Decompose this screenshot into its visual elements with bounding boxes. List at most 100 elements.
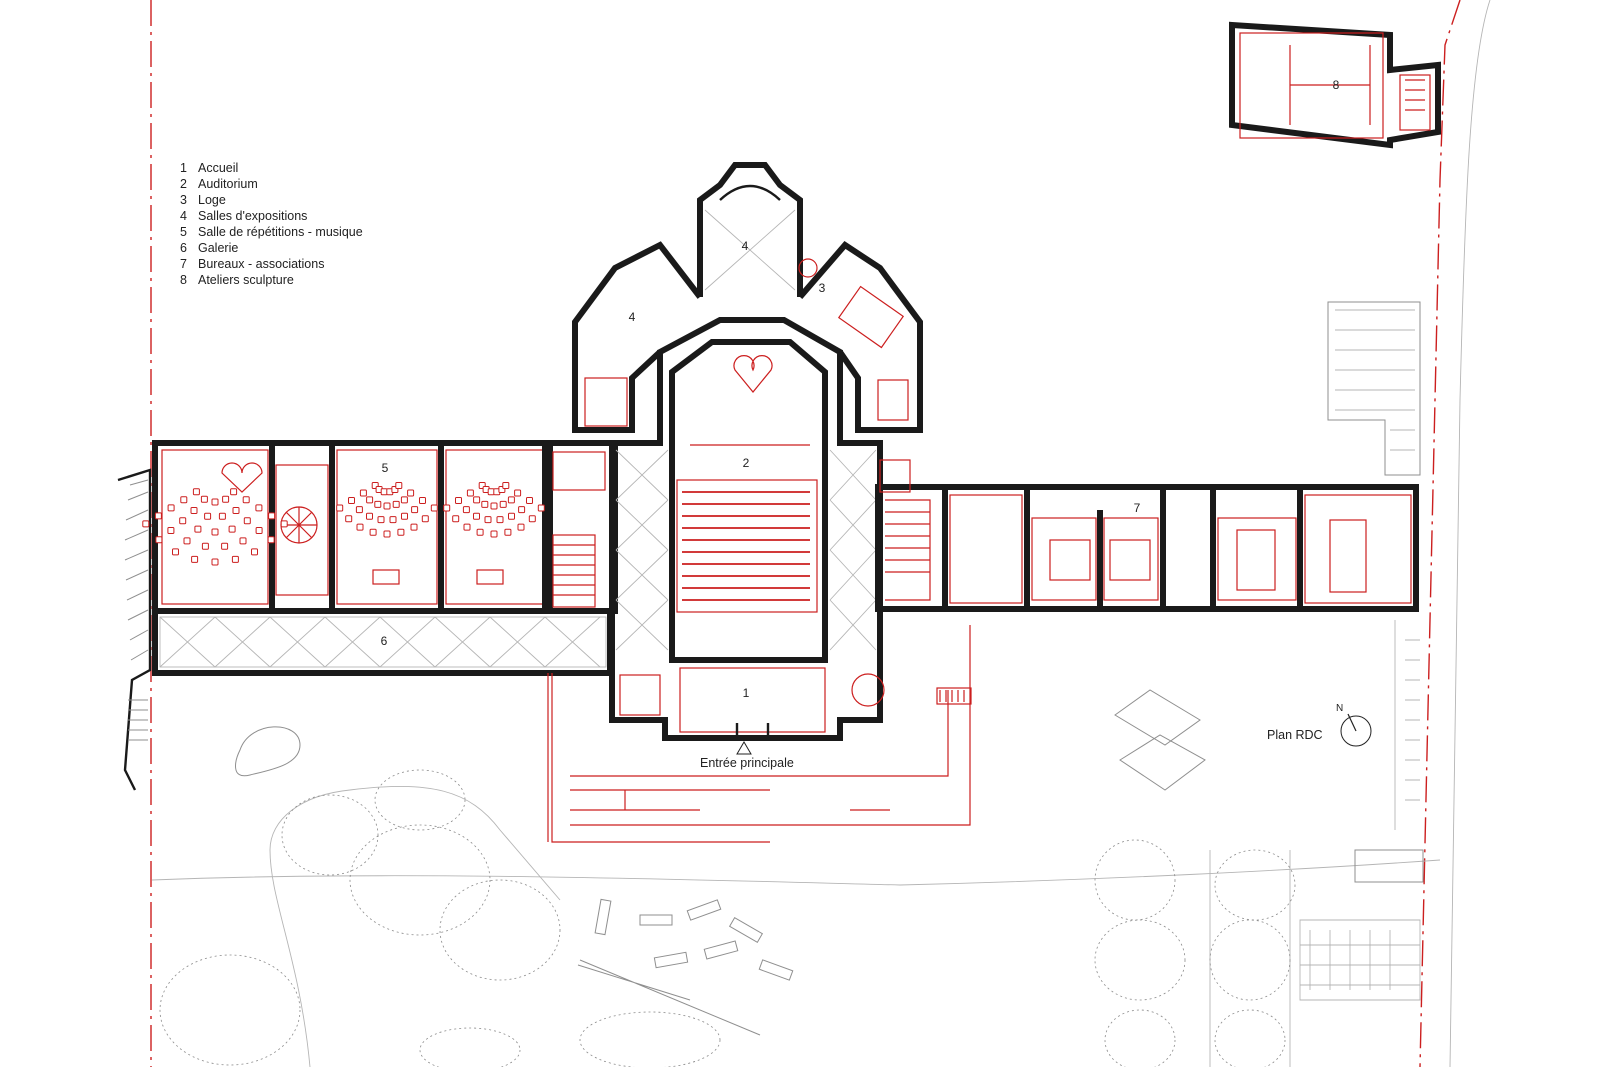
north-apse — [572, 162, 923, 433]
seat — [473, 512, 480, 520]
entrance-marker — [736, 741, 752, 755]
seat — [410, 523, 418, 531]
entrance-label: Entrée principale — [700, 756, 794, 770]
seat — [419, 497, 426, 504]
seat — [211, 528, 219, 536]
seat — [179, 517, 187, 525]
central-building — [609, 317, 885, 741]
seat — [201, 542, 209, 550]
seat — [443, 504, 451, 512]
seat — [430, 504, 438, 512]
seat — [231, 555, 239, 563]
west-wing — [152, 440, 553, 614]
seat — [239, 537, 247, 545]
seat — [401, 512, 408, 520]
seat — [502, 482, 510, 489]
seat — [142, 520, 150, 528]
seat — [204, 512, 212, 520]
room-label-auditorium: 2 — [742, 456, 750, 470]
seat — [155, 536, 163, 544]
seat — [383, 502, 391, 510]
seat — [366, 496, 374, 504]
seat — [411, 506, 419, 514]
room-label-exposition-apse: 4 — [741, 239, 749, 253]
seat — [336, 504, 344, 512]
seat — [243, 517, 251, 525]
room-label-exposition-west: 4 — [628, 310, 636, 324]
room-label-loge: 3 — [818, 281, 826, 295]
seat — [490, 530, 498, 538]
seat — [218, 512, 226, 520]
seat — [356, 523, 364, 531]
seat — [462, 506, 470, 514]
seat — [154, 512, 162, 520]
west-embankment — [117, 468, 152, 791]
garage-hatched — [1327, 301, 1421, 476]
seat — [211, 498, 219, 506]
seat — [507, 496, 515, 504]
seat — [455, 497, 462, 504]
seat — [463, 523, 471, 531]
access-ramps — [547, 625, 972, 843]
seat — [167, 504, 175, 512]
room-label-galerie: 6 — [380, 634, 388, 648]
seat — [232, 507, 240, 514]
seat — [395, 482, 403, 489]
seat — [190, 507, 198, 514]
seat — [221, 542, 229, 550]
landscape — [151, 620, 1441, 1067]
seat — [200, 495, 208, 503]
seat — [528, 515, 536, 523]
west-stair-hall — [542, 440, 618, 614]
seat — [496, 516, 504, 524]
seat — [517, 523, 525, 531]
seat — [255, 527, 263, 534]
seat — [383, 530, 391, 538]
seat — [267, 536, 275, 544]
seat — [518, 506, 526, 514]
seat — [183, 537, 191, 545]
seat — [192, 488, 200, 496]
seat — [473, 496, 481, 504]
ateliers-sculpture — [1229, 21, 1441, 149]
seat — [504, 528, 512, 536]
seat — [280, 520, 288, 528]
seat — [251, 548, 258, 556]
seat — [499, 500, 507, 508]
seat — [397, 528, 405, 536]
seat — [191, 555, 199, 563]
east-wing — [875, 459, 1419, 612]
seat — [452, 515, 460, 523]
seat — [211, 558, 219, 566]
seat — [345, 515, 353, 523]
seat — [476, 528, 484, 536]
seat — [392, 500, 400, 508]
seat — [466, 489, 474, 497]
seat — [421, 515, 429, 523]
seat — [490, 502, 498, 510]
seat — [180, 496, 188, 504]
plan-title: Plan RDC — [1267, 728, 1323, 742]
seat — [508, 512, 515, 520]
seat — [400, 496, 408, 504]
seat — [194, 525, 202, 533]
seat — [359, 489, 367, 497]
seat — [369, 528, 377, 536]
seat — [514, 489, 522, 497]
seat — [228, 525, 236, 533]
seat — [407, 489, 415, 497]
north-label: N — [1336, 703, 1344, 714]
seat — [526, 497, 533, 504]
seat — [172, 548, 179, 556]
seat — [374, 500, 382, 508]
room-label-accueil: 1 — [742, 686, 750, 700]
seat — [366, 512, 373, 520]
